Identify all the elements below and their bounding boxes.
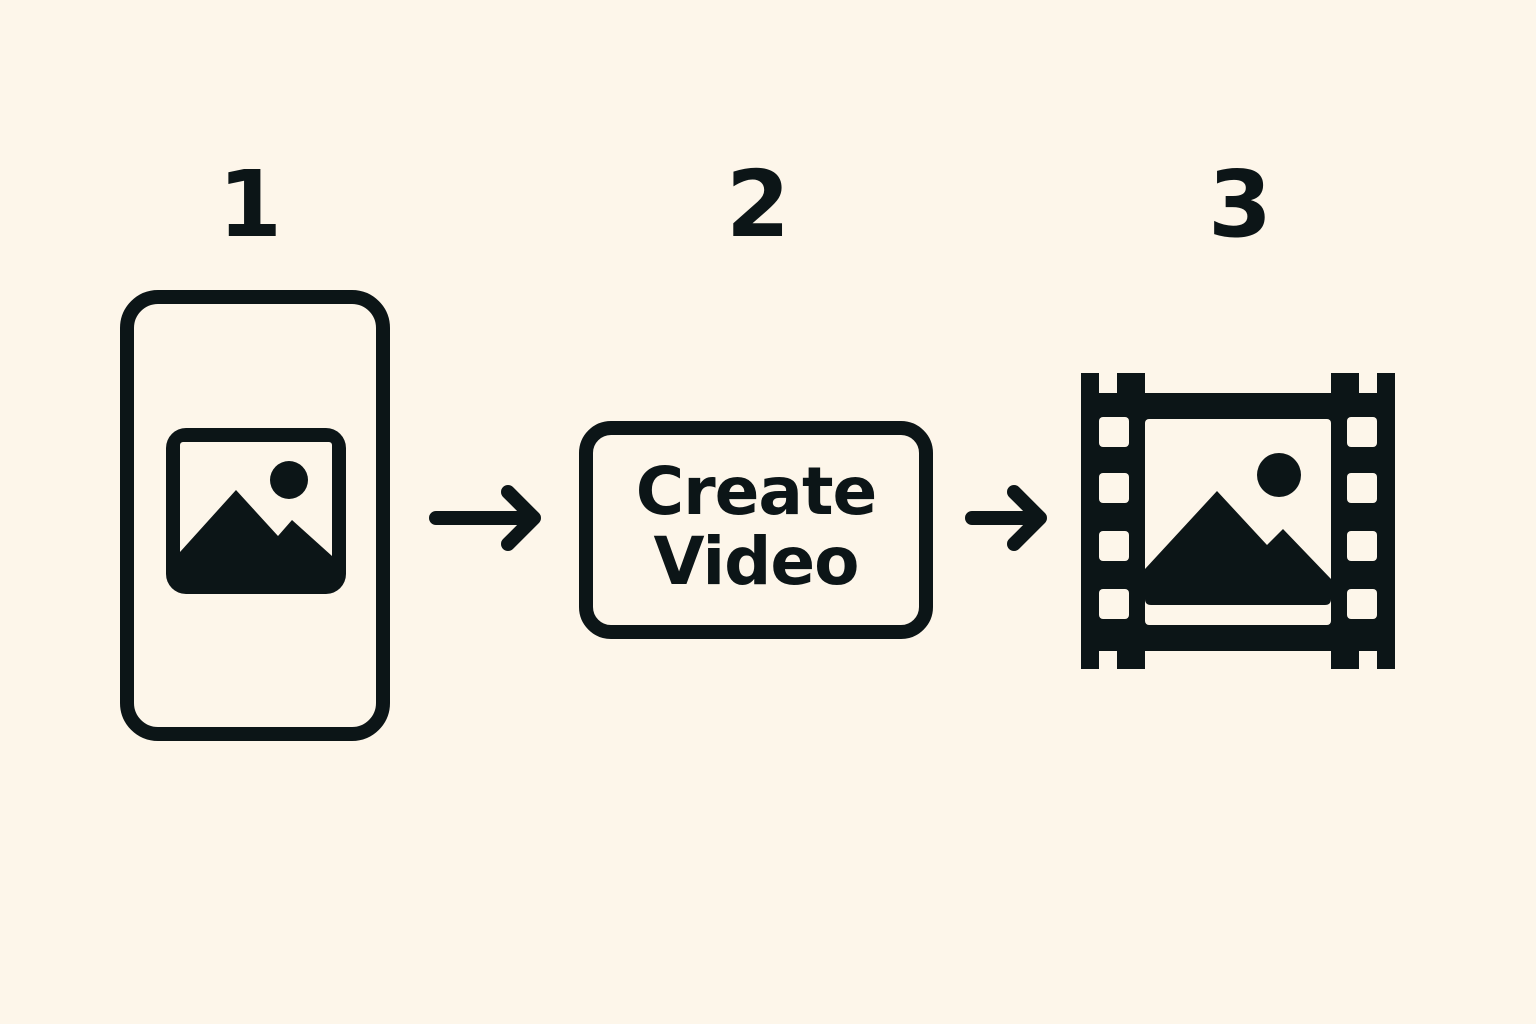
create-video-button[interactable]: Create Video: [579, 421, 933, 639]
film-strip-icon: [1081, 373, 1395, 669]
create-video-label: Create Video: [635, 453, 878, 600]
phone-frame-icon: [120, 290, 390, 741]
step-3-number: 3: [1207, 151, 1272, 258]
arrow-right-icon: [429, 485, 541, 551]
image-icon: [166, 428, 346, 594]
step-2-number: 2: [725, 151, 790, 258]
arrow-right-icon: [965, 485, 1047, 551]
step-1-number: 1: [217, 151, 282, 258]
